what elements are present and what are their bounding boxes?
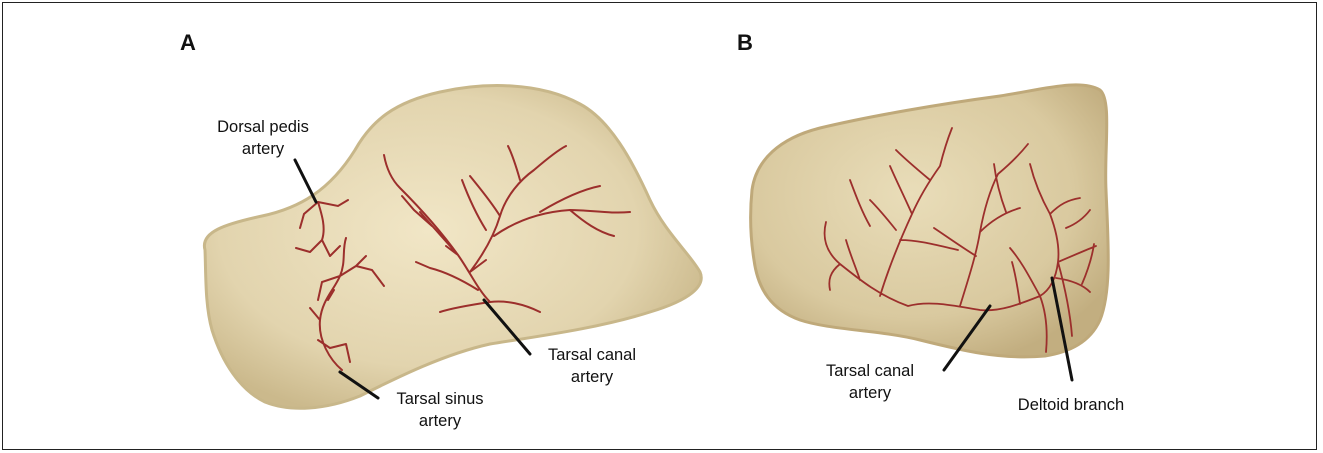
- label-dorsal-pedis-line2: artery: [188, 138, 338, 160]
- talus-bone-b: [751, 85, 1109, 357]
- label-deltoid-branch: Deltoid branch: [996, 394, 1146, 416]
- panel-label-a: A: [180, 30, 196, 56]
- leader-dorsal-pedis: [295, 160, 316, 202]
- label-tarsal-canal-b-line2: artery: [808, 382, 932, 404]
- label-tarsal-canal-artery-a: Tarsal canal artery: [530, 344, 654, 388]
- label-tarsal-sinus-line1: Tarsal sinus: [378, 388, 502, 410]
- label-tarsal-sinus-line2: artery: [378, 410, 502, 432]
- label-tarsal-canal-b-line1: Tarsal canal: [808, 360, 932, 382]
- panel-label-b: B: [737, 30, 753, 56]
- label-dorsal-pedis-artery: Dorsal pedis artery: [188, 116, 338, 160]
- label-tarsal-sinus-artery: Tarsal sinus artery: [378, 388, 502, 432]
- label-tarsal-canal-artery-b: Tarsal canal artery: [808, 360, 932, 404]
- label-tarsal-canal-a-line2: artery: [530, 366, 654, 388]
- label-dorsal-pedis-line1: Dorsal pedis: [188, 116, 338, 138]
- label-tarsal-canal-a-line1: Tarsal canal: [530, 344, 654, 366]
